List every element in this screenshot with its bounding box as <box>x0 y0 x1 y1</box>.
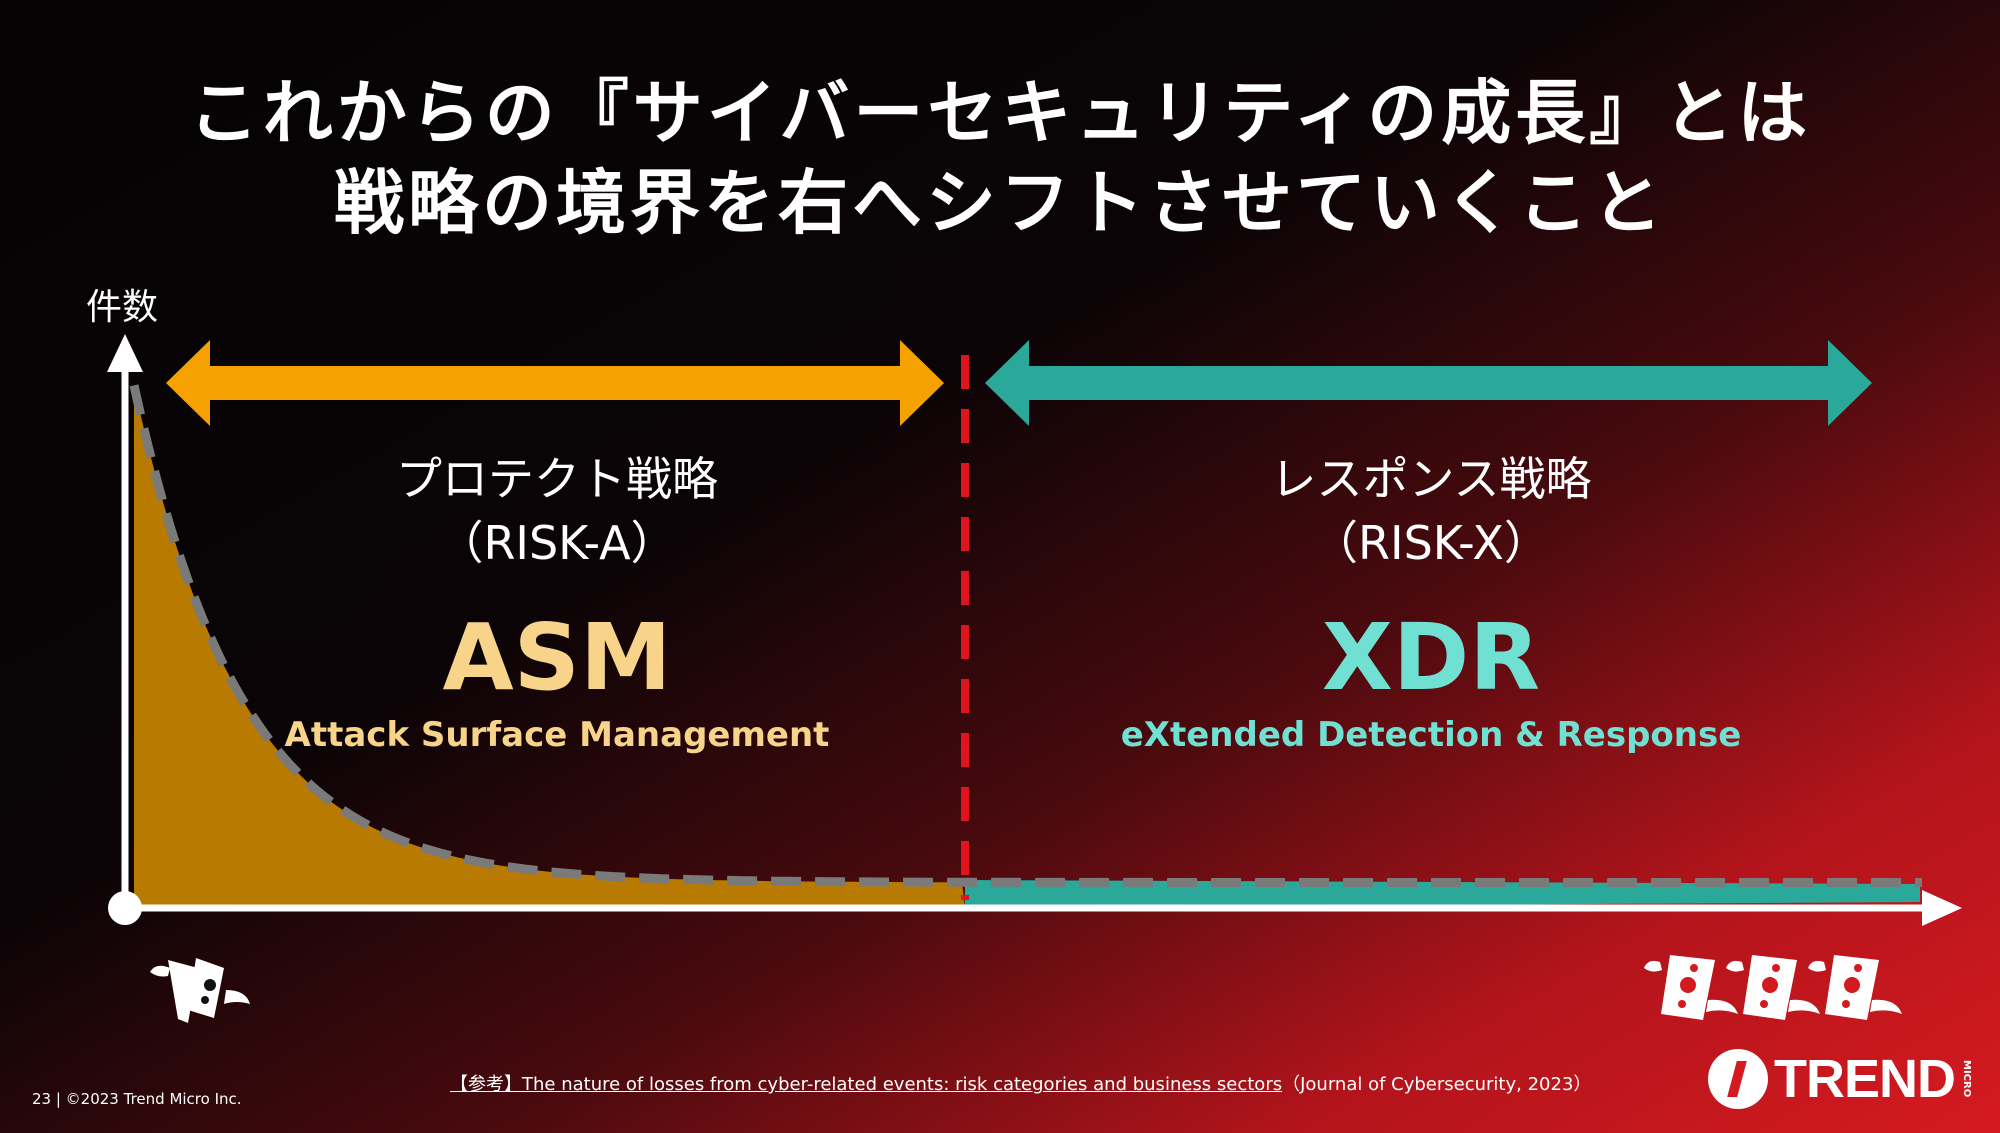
xdr-label: XDR <box>1321 604 1541 711</box>
x-axis-arrow <box>1922 890 1962 926</box>
xdr-range-arrow <box>985 340 1872 426</box>
reference-tag: 【参考】 <box>450 1074 522 1095</box>
title-line-1: これからの『サイバーセキュリティの成長』とは <box>188 72 1812 154</box>
reference-source: （Journal of Cybersecurity, 2023） <box>1282 1074 1592 1095</box>
reference: 【参考】The nature of losses from cyber-rela… <box>450 1070 1591 1096</box>
risk-a-label: （RISK-A） <box>437 516 677 570</box>
reference-link[interactable]: 【参考】The nature of losses from cyber-rela… <box>450 1074 1282 1095</box>
asm-area <box>134 385 965 908</box>
loss-curve <box>129 384 1922 887</box>
xdr-area <box>965 880 1920 908</box>
asm-full-label: Attack Surface Management <box>284 715 830 755</box>
reference-title: The nature of losses from cyber-related … <box>522 1074 1283 1095</box>
logo-mark-icon <box>1708 1049 1768 1109</box>
page-number: 23 | ©2023 Trend Micro Inc. <box>32 1090 242 1108</box>
origin-dot <box>108 891 142 925</box>
trend-micro-logo: TREND MICRO <box>1708 1048 1972 1110</box>
asm-label: ASM <box>442 604 672 711</box>
title-line-2: 戦略の境界を右へシフトさせていくこと <box>334 162 1666 244</box>
y-axis-arrow <box>107 334 143 372</box>
flying-money-icon <box>150 958 250 1023</box>
response-strategy-label: レスポンス戦略 <box>1270 452 1592 506</box>
asm-range-arrow <box>166 340 944 426</box>
protect-strategy-label: プロテクト戦略 <box>396 452 718 506</box>
xdr-full-label: eXtended Detection & Response <box>1120 715 1742 755</box>
flying-money-icon <box>1644 955 1902 1020</box>
risk-x-label: （RISK-X） <box>1312 516 1550 570</box>
y-axis-label: 件数 <box>86 287 159 328</box>
